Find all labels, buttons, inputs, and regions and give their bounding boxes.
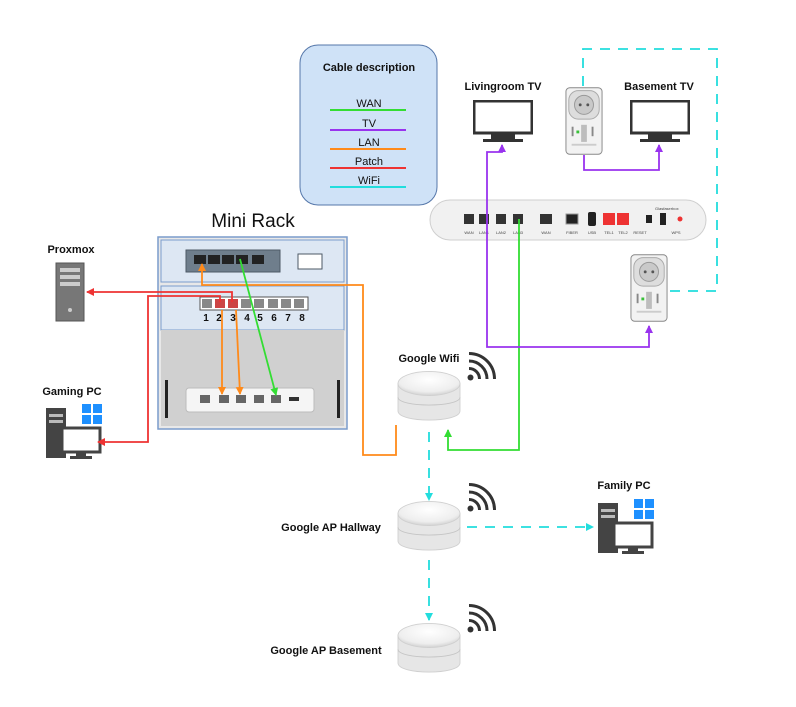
legend-item-patch: Patch [330,156,406,169]
legend-title: Cable description [323,62,416,74]
svg-text:WAN: WAN [356,98,381,110]
svg-text:TV: TV [362,118,377,130]
basement-tv-label: Basement TV [624,81,694,93]
svg-text:LAN: LAN [358,137,379,149]
wifi-signal-icon [466,483,496,513]
wifi-signal-icon [466,604,496,634]
legend-item-wifi: WiFi [330,175,406,188]
rack-bottom-switch [185,387,315,413]
google-wifi-node: Google Wifi [397,352,496,421]
monitor-icon [473,100,533,144]
patch-port-8: 8 [299,313,305,324]
svg-text:USB: USB [588,230,597,235]
legend-item-wan: WAN [330,98,406,111]
svg-text:Patch: Patch [355,156,383,168]
svg-text:TEL1: TEL1 [604,230,614,235]
google-wifi-label: Google Wifi [398,353,459,365]
google-wifi-puck-icon [397,500,461,551]
tv-cable-livingroom [486,144,506,220]
windows-pc-icon [596,497,656,556]
lan-cable-patch-3 [235,309,244,395]
patch-cable-proxmox [86,288,233,302]
ap-hallway-node: Google AP Hallway [281,483,496,551]
rack-patch-panel: 1 2 3 4 5 6 7 8 [199,296,309,324]
svg-text:WPS: WPS [671,230,680,235]
wifi-signal-icon [466,352,496,382]
ap-basement-node: Google AP Basement [270,604,496,673]
patch-port-1: 1 [203,313,209,324]
powerline-adapter-icon [565,87,603,155]
patch-port-3: 3 [230,313,236,324]
lan-cable-google-wifi [198,263,397,456]
svg-text:TEL2: TEL2 [618,230,628,235]
livingroom-tv-label: Livingroom TV [465,81,543,93]
patch-port-5: 5 [257,313,263,324]
ap-basement-label: Google AP Basement [270,645,382,657]
router-brand: Glasfaserbox [655,206,679,211]
ap-hallway-label: Google AP Hallway [281,522,382,534]
legend-item-lan: LAN [330,137,406,150]
wifi-link-powerline [582,48,718,292]
patch-port-7: 7 [285,313,291,324]
windows-pc-icon [44,402,104,461]
svg-text:RESET: RESET [633,230,647,235]
basement-tv-node: Basement TV [624,81,695,144]
svg-text:LAN2: LAN2 [496,230,507,235]
patch-port-2: 2 [216,313,222,324]
google-wifi-puck-icon [397,622,461,673]
proxmox-label: Proxmox [47,244,95,256]
patch-cable-gaming-pc [97,295,221,446]
legend-item-tv: TV [330,118,406,131]
monitor-icon [630,100,690,144]
tv-cable-basement [583,144,663,171]
wan-cable-switch [239,258,279,396]
google-wifi-puck-icon [397,370,461,421]
server-tower-icon [55,262,85,322]
svg-text:WAN: WAN [464,230,473,235]
svg-text:WAN: WAN [541,230,550,235]
svg-text:WiFi: WiFi [358,175,380,187]
tv-cable-lan-powerline [486,220,653,348]
proxmox-node: Proxmox [47,244,95,322]
family-pc-label: Family PC [597,480,650,492]
gaming-pc-label: Gaming PC [42,386,101,398]
wan-cable-google-wifi [444,219,520,451]
rack-title: Mini Rack [211,211,295,232]
powerline-adapter-icon [630,254,668,322]
rack-switch [185,249,323,273]
patch-port-4: 4 [244,313,250,324]
svg-text:LAN1: LAN1 [479,230,490,235]
mini-rack: 1 2 3 4 5 6 7 8 [157,236,348,430]
livingroom-tv-node: Livingroom TV [465,81,543,144]
fiber-router: Glasfaserbox WAN LAN1 LAN2 LAN3 WAN FIBE… [429,199,707,241]
patch-port-6: 6 [271,313,277,324]
gaming-pc-node: Gaming PC [42,386,104,461]
cable-legend: Cable description WAN TV LAN Patch WiFi [299,44,438,206]
svg-text:FIBER: FIBER [566,230,578,235]
family-pc-node: Family PC [596,480,656,556]
